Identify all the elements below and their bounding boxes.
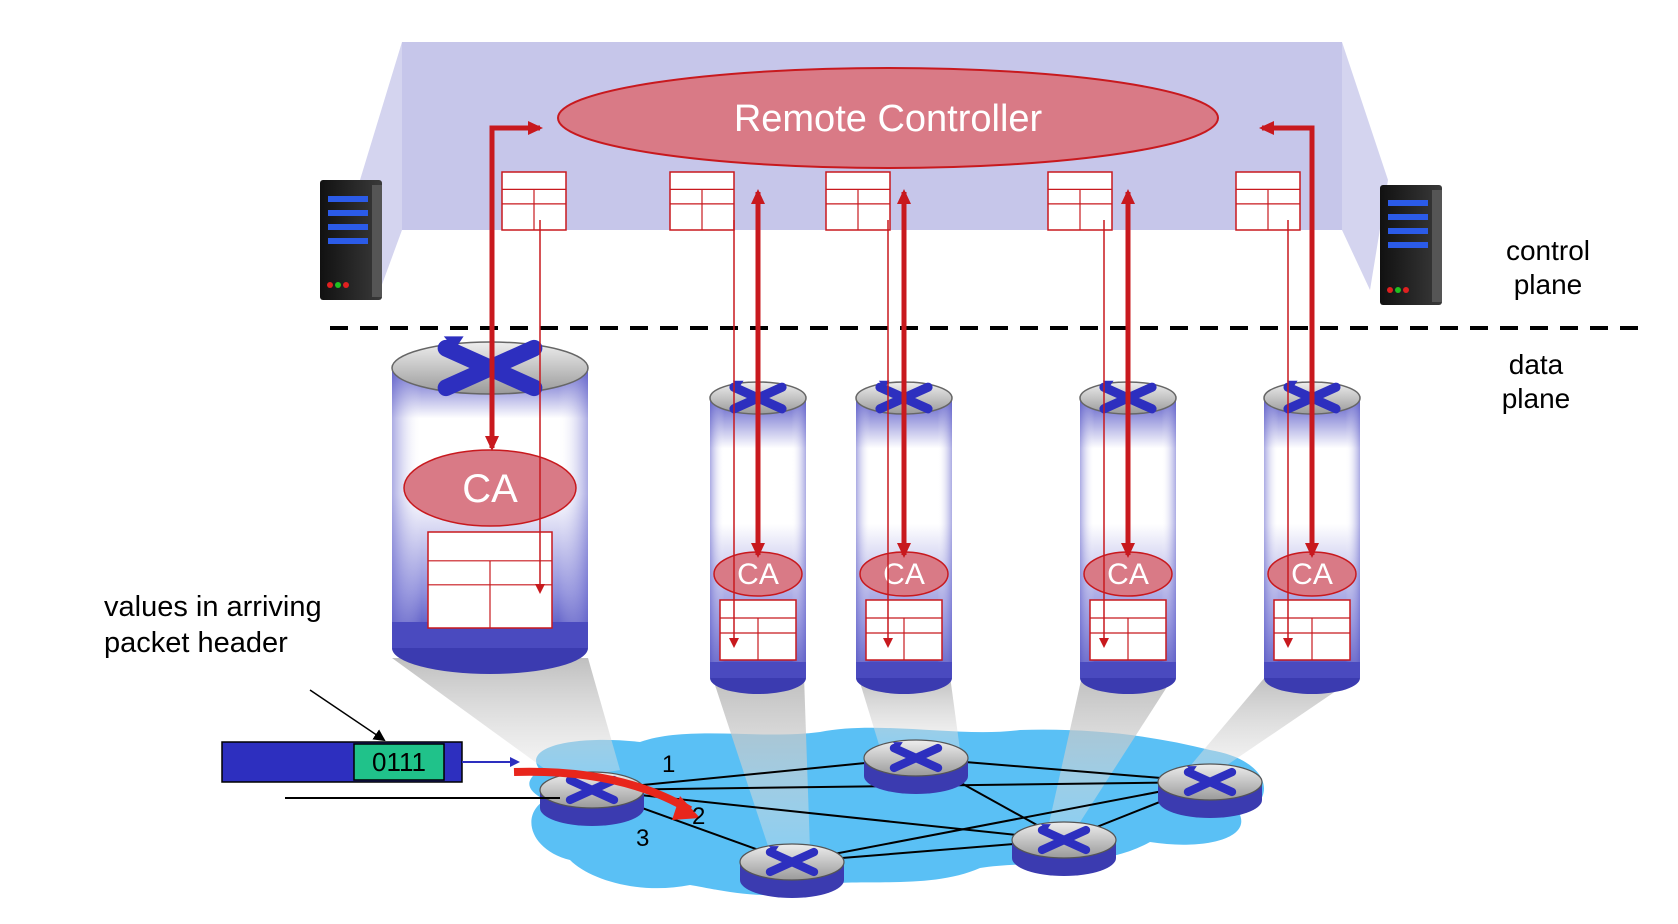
controller-agent-label: CA (883, 558, 925, 591)
controller-agent-label: CA (1291, 558, 1333, 591)
controller-agent-label: CA (737, 558, 779, 591)
switch-cylinder: CA (391, 336, 589, 674)
switch-beam (858, 676, 960, 750)
switch-flow-table (1273, 599, 1351, 661)
switch-x-icon (1183, 766, 1237, 797)
server-left-icon (320, 180, 382, 300)
remote-controller-label: Remote Controller (734, 98, 1043, 140)
switch-beam (1048, 676, 1174, 830)
packet-header (353, 743, 445, 781)
controller-agent-label: CA (462, 467, 518, 511)
router-icon (863, 739, 969, 794)
router-link (591, 757, 917, 791)
data-plane-label-line2: plane (1502, 383, 1571, 414)
switch-flow-table (719, 599, 797, 661)
server-right-icon (1380, 185, 1442, 305)
router-link (791, 781, 1211, 863)
controller-flow-table (1235, 171, 1301, 231)
switch-cylinders: CA CA CA CA CA (391, 336, 1361, 694)
controller-flow-table (669, 171, 735, 231)
annotation-pointer (309, 689, 386, 742)
arriving-packet: 0111 (221, 741, 520, 783)
control-plane-label-line1: control (1506, 235, 1590, 266)
switch-flow-table (427, 531, 553, 629)
controller-flow-table (825, 171, 891, 231)
router-icon (1157, 763, 1263, 818)
port-label-3: 3 (636, 825, 649, 852)
controller-flow-table (501, 171, 567, 231)
annotation-line1: values in arriving (104, 591, 322, 623)
control-arrows (485, 121, 1319, 648)
network-routers (539, 739, 1263, 898)
annotation-line2: packet header (104, 627, 288, 659)
controller-agent-label: CA (1107, 558, 1149, 591)
controller-flow-table (1047, 171, 1113, 231)
control-plane-label-line2: plane (1514, 269, 1583, 300)
switch-x-icon (765, 846, 819, 877)
switch-flow-table (865, 599, 943, 661)
data-plane-label-line1: data (1509, 349, 1564, 380)
router-icon (1011, 821, 1117, 876)
switch-to-router-beams (392, 658, 1358, 852)
switch-beam (392, 658, 620, 780)
remote-controller (557, 67, 1219, 169)
router-icon (739, 843, 845, 898)
switch-flow-table (1089, 599, 1167, 661)
port-label-1: 1 (662, 751, 675, 778)
switch-beam (1180, 676, 1358, 780)
forwarding-arrow (513, 767, 693, 814)
switch-x-icon (889, 742, 943, 773)
switch-x-icon (1037, 824, 1091, 855)
controller-flow-tables (501, 171, 1301, 231)
switch-cylinder: CA (855, 380, 953, 694)
packet-header-value: 0111 (372, 747, 426, 777)
port-label-2: 2 (692, 803, 705, 830)
switch-beam (712, 676, 810, 852)
